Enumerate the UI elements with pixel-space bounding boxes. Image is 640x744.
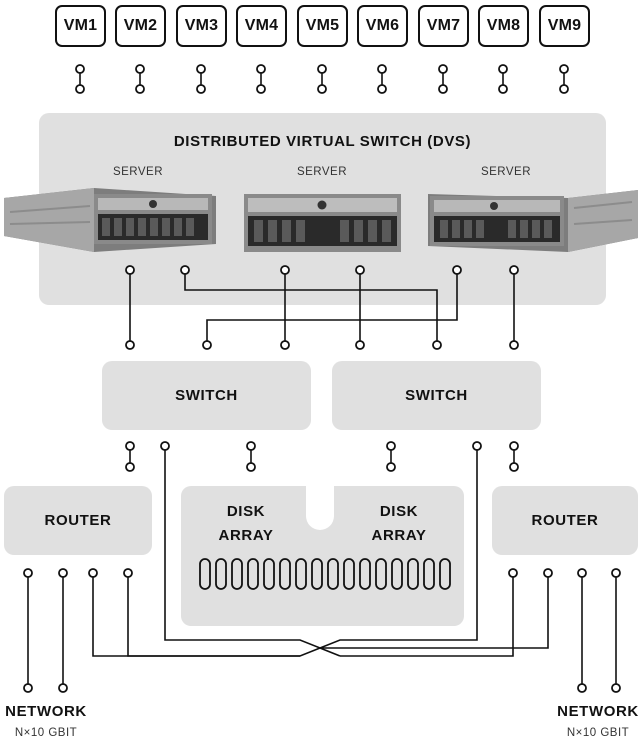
switch-right-label: SWITCH [405, 387, 468, 404]
network-right-speed: N×10 GBIT [566, 727, 630, 739]
vm-7: VM7 [418, 5, 469, 47]
dvs-title: DISTRIBUTED VIRTUAL SWITCH (DVS) [173, 133, 472, 150]
vm-3: VM3 [176, 5, 227, 47]
vm-2: VM2 [115, 5, 166, 47]
vm-8: VM8 [478, 5, 529, 47]
vm-1: VM1 [55, 5, 106, 47]
server-label-3: SERVER [480, 166, 532, 178]
vm-4: VM4 [236, 5, 287, 47]
switch-left [102, 361, 311, 430]
vm-9: VM9 [539, 5, 590, 47]
server-image-left [4, 188, 216, 252]
router-right-label: ROUTER [531, 512, 599, 529]
switch-left-label: SWITCH [175, 387, 238, 404]
network-left-speed: N×10 GBIT [14, 727, 78, 739]
disk-array-left-line1: DISK [226, 503, 266, 520]
vm-6: VM6 [357, 5, 408, 47]
server-label-2: SERVER [296, 166, 348, 178]
server-image-right [428, 190, 638, 252]
router-left-label: ROUTER [44, 512, 112, 529]
disk-array-right-line2: ARRAY [371, 527, 427, 544]
disk-array-left-line2: ARRAY [218, 527, 274, 544]
server-image-middle [244, 194, 401, 252]
network-right-label: NETWORK [557, 703, 639, 720]
disk-array-right-line1: DISK [379, 503, 419, 520]
server-label-1: SERVER [112, 166, 164, 178]
network-left-label: NETWORK [5, 703, 87, 720]
vm-5: VM5 [297, 5, 348, 47]
switch-right [332, 361, 541, 430]
